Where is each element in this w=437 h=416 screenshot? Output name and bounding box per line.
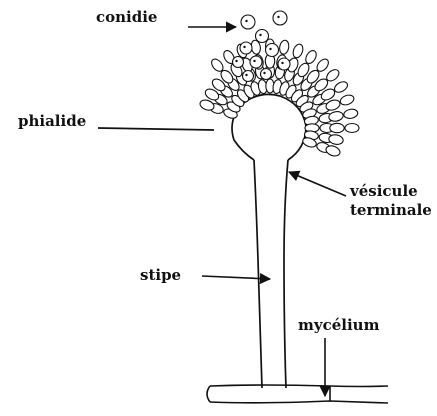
conidium-spot: [259, 34, 261, 36]
conidium-spot: [245, 20, 247, 22]
stipe-outline: [254, 160, 288, 388]
conidium-cell: [291, 43, 304, 59]
phialide-pointer: [98, 128, 214, 130]
conidium-cell: [345, 124, 359, 133]
free-conidium: [278, 58, 290, 70]
label-phialide: phialide: [18, 112, 86, 131]
label-vesicule: vésicule terminale: [350, 182, 432, 220]
label-stipe: stipe: [140, 266, 181, 285]
conidium-spot: [243, 46, 245, 48]
free-conidium: [256, 30, 269, 43]
free-conidium: [266, 44, 279, 57]
free-conidium: [241, 15, 255, 29]
conidium-spot: [277, 16, 279, 18]
label-mycelium: mycélium: [298, 316, 379, 335]
label-vesicule-line2: terminale: [350, 201, 432, 220]
conidium-spot: [253, 60, 255, 62]
free-conidium: [240, 42, 252, 54]
stipe-arrow: [202, 276, 270, 279]
label-conidie: conidie: [96, 8, 157, 27]
conidium-spot: [263, 72, 265, 74]
conidium-spot: [281, 62, 283, 64]
free-conidium: [233, 57, 244, 68]
conidium-spot: [269, 48, 271, 50]
free-conidium: [243, 71, 254, 82]
mycelium-hypha: [207, 385, 388, 403]
conidium-cell: [279, 40, 290, 55]
conidium-cell: [339, 93, 355, 106]
label-vesicule-line1: vésicule: [350, 182, 432, 201]
free-conidium: [250, 56, 262, 68]
conidial-head: [199, 39, 359, 158]
free-conidium: [273, 11, 287, 25]
free-conidium: [261, 69, 272, 80]
conidium-cell: [328, 111, 344, 123]
conidium-cell: [330, 123, 344, 132]
conidium-cell: [328, 134, 344, 146]
conidium-spot: [245, 74, 247, 76]
conidium-cell: [343, 108, 358, 119]
conidium-spot: [235, 60, 237, 62]
vesicule-arrow: [289, 172, 346, 196]
